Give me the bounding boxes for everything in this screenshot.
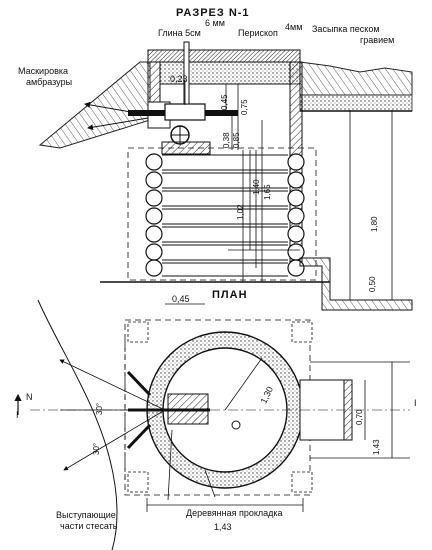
angle-bottom: 30° <box>92 442 101 455</box>
north-label: N <box>26 392 33 402</box>
section-mark-left: I <box>16 410 19 420</box>
gun-body <box>164 103 206 121</box>
periscope <box>183 41 190 105</box>
plan-title: ПЛАН <box>212 289 248 301</box>
log-wall-right <box>287 153 305 277</box>
angle-top: 30° <box>95 402 104 415</box>
dim-050: 0,50 <box>368 276 377 292</box>
log-wall-left <box>145 153 163 277</box>
trench-curve <box>37 299 118 550</box>
mask-label-2: амбразуры <box>26 77 73 87</box>
dim-102: 1,02 <box>236 204 245 220</box>
clay-thickness-label: 6 мм <box>205 18 225 28</box>
horizontal-logs <box>162 154 288 277</box>
dim-165: 1,65 <box>263 184 272 200</box>
remove-label-2: части стесать <box>60 521 118 531</box>
dim-075: 0,75 <box>240 99 249 115</box>
dim-045: 0,45 <box>220 94 229 110</box>
dim-180: 1,80 <box>370 216 379 232</box>
backfill-label-1: Засыпка песком <box>312 24 380 34</box>
section-view <box>38 41 413 311</box>
plan-dim-143-v: 1,43 <box>372 439 381 455</box>
section-mark-right: I <box>414 398 417 408</box>
dim-085: 0,85 <box>232 132 241 148</box>
clay-label: Глина 5см <box>158 28 201 38</box>
mask-label-1: Маскировка <box>18 66 69 76</box>
section-dimension-lines <box>184 80 300 283</box>
dim-038: 0,38 <box>222 132 231 148</box>
dim-023: 0,23 <box>170 74 188 84</box>
section-title: РАЗРЕЗ N-1 <box>176 7 250 19</box>
roof-slab <box>147 49 301 63</box>
plan-view <box>14 299 410 550</box>
backfill-label-2: гравием <box>360 35 395 45</box>
remove-label-1: Выступающие <box>56 510 116 520</box>
dim-140: 1,40 <box>252 179 261 195</box>
plan-dim-045: 0,45 <box>172 294 190 304</box>
corner-posts <box>127 321 313 493</box>
gasket-label: Деревянная прокладка <box>186 508 283 518</box>
plan-dim-070: 0,70 <box>355 409 364 425</box>
left-wall-upper <box>147 61 161 103</box>
top-thickness-label: 4мм <box>285 22 303 32</box>
backfill-layer <box>299 94 413 112</box>
earth-right <box>299 61 413 96</box>
periscope-label: Перископ <box>238 28 278 38</box>
plan-dim-143-h: 1,43 <box>214 522 232 532</box>
plan-embrasure <box>126 370 152 450</box>
